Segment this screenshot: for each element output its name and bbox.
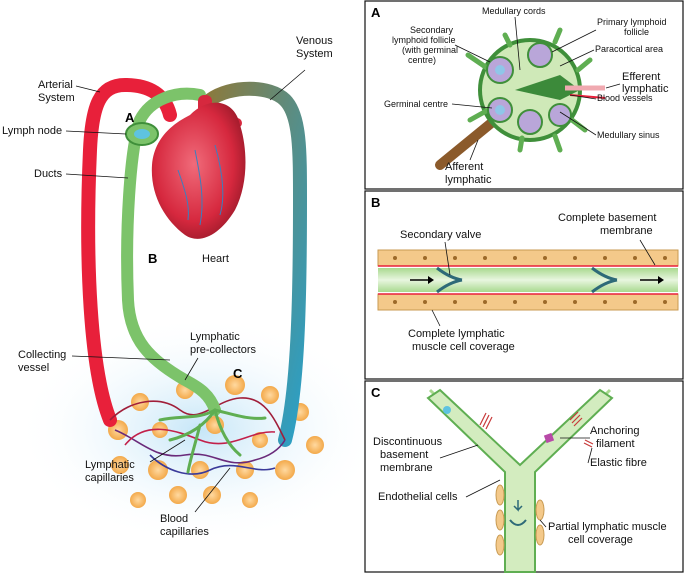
discontinuous-basement-leader <box>439 444 479 459</box>
efferent-leader <box>605 83 621 89</box>
arterial-system-label: Arterial System <box>38 79 76 104</box>
lymphatic-capillaries-net <box>158 408 267 474</box>
partial-muscle-leader <box>539 519 547 528</box>
lymphatic-capillary-branch <box>426 388 614 573</box>
panel-b: B <box>364 190 684 380</box>
lymph-node-detail <box>465 27 606 153</box>
lymph-node-label: Lymph node <box>2 125 62 137</box>
germinal-centre-leader <box>451 103 493 109</box>
complete-muscle-label: Complete lymphatic muscle cell coverage <box>408 328 515 353</box>
heart-label: Heart <box>202 253 229 265</box>
germinal-centre-label: Germinal centre <box>384 99 448 109</box>
complete-muscle-leader <box>431 309 441 327</box>
complete-basement-label: Complete basement membrane <box>558 212 660 237</box>
primary-follicle-leader <box>551 29 597 53</box>
discontinuous-basement-label: Discontinuous basement membrane <box>373 436 445 474</box>
arterial-vessel <box>81 77 177 427</box>
afferent-lymphatic-label: Afferent lymphatic <box>445 161 492 186</box>
panel-b-letter: B <box>371 195 380 210</box>
secondary-valve-leader <box>444 241 451 276</box>
blood-capillaries <box>109 397 286 475</box>
endothelial-cells-leader <box>465 479 501 498</box>
ducts-label: Ducts <box>34 168 63 180</box>
thoracic-duct <box>134 87 206 126</box>
panel-a: A Medullary cords Secondary lymphoid fol… <box>364 0 684 190</box>
panel-c-letter: C <box>371 385 381 400</box>
paracortical-leader <box>559 49 595 67</box>
venous-system-label: Venous System <box>296 35 336 60</box>
afferent-vessel <box>435 115 500 170</box>
secondary-valve-label: Secondary valve <box>400 229 481 241</box>
anchoring-filament-label: Anchoring filament <box>590 425 643 450</box>
collecting-vessel-label: Collecting vessel <box>18 349 69 374</box>
collecting-vessel-section <box>377 249 679 311</box>
lymphatic-capillaries-label: Lymphatic capillaries <box>85 459 138 484</box>
medullary-cords-label: Medullary cords <box>482 6 546 16</box>
paracortical-area-label: Paracortical area <box>595 44 663 54</box>
left-labels: Arterial System Venous System Lymph node… <box>2 35 336 538</box>
afferent-leader <box>469 139 479 161</box>
marker-b: B <box>148 251 157 266</box>
lymph-node-core <box>134 129 150 139</box>
precollectors-leader <box>184 357 199 381</box>
lymphatic-duct <box>121 114 221 416</box>
blood-capillaries-label: Blood capillaries <box>160 513 209 538</box>
venous-vessel <box>203 81 308 447</box>
partial-muscle-label: Partial lymphatic muscle cell coverage <box>548 521 670 546</box>
secondary-follicle-leader <box>454 44 491 63</box>
blood-vessels-label: Blood vessels <box>597 93 653 103</box>
arterial-leader <box>75 85 101 93</box>
medullary-sinus-label: Medullary sinus <box>597 130 660 140</box>
elastic-fibre-leader <box>587 447 593 464</box>
efferent-lymphatic-label: Efferent lymphatic <box>622 71 669 95</box>
circulation-illustration: Arterial System Venous System Lymph node… <box>2 35 385 545</box>
complete-basement-leader <box>639 239 656 266</box>
venous-leader <box>269 69 306 101</box>
panel-c: C Anchoring filament <box>364 380 684 573</box>
secondary-follicle-label: Secondary lymphoid follicle (with germin… <box>392 25 461 65</box>
heart-illustration <box>151 95 246 239</box>
lymph-capillaries-leader <box>149 439 186 463</box>
medullary-cords-leader <box>514 16 521 71</box>
marker-a: A <box>125 110 135 125</box>
collecting-vessel-leader <box>71 355 171 361</box>
lymph-node-leader <box>65 130 127 135</box>
primary-follicle-label: Primary lymphoid follicle <box>597 17 669 37</box>
endothelial-cells-label: Endothelial cells <box>378 491 458 503</box>
panel-a-letter: A <box>371 5 381 20</box>
lymphatic-precollectors-label: Lymphatic pre-collectors <box>190 331 257 356</box>
blood-vessels-leader <box>569 94 597 100</box>
ducts-leader <box>65 173 129 179</box>
marker-c: C <box>233 366 243 381</box>
medullary-sinus-leader <box>559 111 597 136</box>
elastic-fibre-label: Elastic fibre <box>590 457 647 469</box>
blood-capillaries-leader <box>194 467 231 513</box>
